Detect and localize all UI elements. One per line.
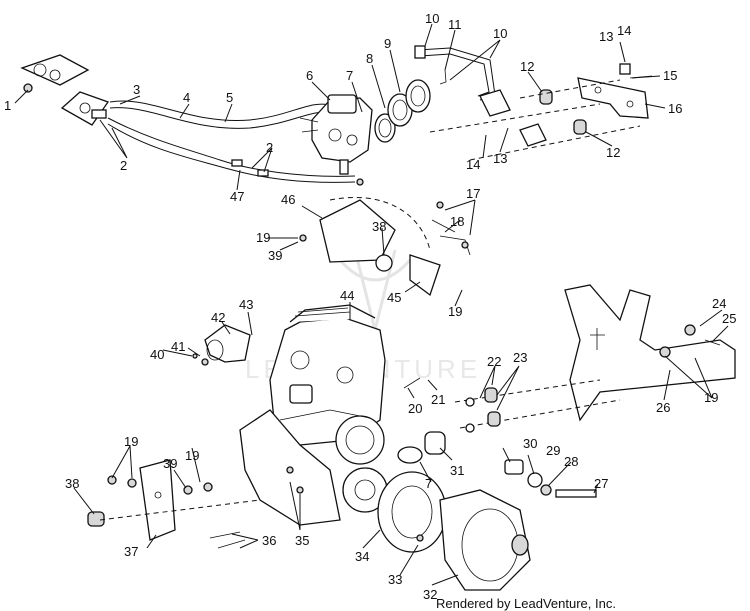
callout-12: 12 (520, 59, 534, 74)
leader-lines (14, 23, 729, 586)
callout-9: 9 (384, 36, 391, 51)
callout-10: 10 (425, 11, 439, 26)
callout-15: 15 (663, 68, 677, 83)
callout-27: 27 (594, 476, 608, 491)
engine-block (239, 304, 388, 526)
callout-2: 2 (120, 158, 127, 173)
callout-8: 8 (366, 51, 373, 66)
callout-32: 32 (423, 587, 437, 602)
callout-47: 47 (230, 189, 244, 204)
callout-14: 14 (466, 157, 480, 172)
rubber-mounts (479, 63, 653, 147)
callout-21: 21 (431, 392, 445, 407)
callout-33: 33 (388, 572, 402, 587)
callout-1: 1 (4, 98, 11, 113)
mount-bracket-16 (577, 77, 649, 119)
callout-26: 26 (656, 400, 670, 415)
callout-43: 43 (239, 297, 253, 312)
callout-35: 35 (295, 533, 309, 548)
callout-2: 2 (266, 140, 273, 155)
callout-19: 19 (448, 304, 462, 319)
dashed-axes-top (429, 79, 641, 161)
callout-36: 36 (262, 533, 276, 548)
callout-39: 39 (163, 456, 177, 471)
callout-10: 10 (493, 26, 507, 41)
drive-clutch (377, 431, 531, 591)
callout-19: 19 (124, 434, 138, 449)
throttle-cables (107, 100, 356, 183)
callout-38: 38 (65, 476, 79, 491)
callout-31: 31 (450, 463, 464, 478)
recoil-bracket (299, 196, 471, 297)
callout-23: 23 (513, 350, 527, 365)
carb-boots (374, 79, 431, 143)
callout-30: 30 (523, 436, 537, 451)
callout-7: 7 (346, 68, 353, 83)
callout-4: 4 (183, 90, 190, 105)
callout-28: 28 (564, 454, 578, 469)
callout-3: 3 (133, 82, 140, 97)
callout-22: 22 (487, 354, 501, 369)
callout-39: 39 (268, 248, 282, 263)
credit-text: Rendered by LeadVenture, Inc. (436, 596, 616, 611)
callout-25: 25 (722, 311, 736, 326)
callout-5: 5 (226, 90, 233, 105)
callout-46: 46 (281, 192, 295, 207)
callout-19: 19 (185, 448, 199, 463)
engine-mount-hardware (403, 377, 621, 498)
callout-19: 19 (256, 230, 270, 245)
left-mount-plate (87, 459, 261, 549)
callout-40: 40 (150, 347, 164, 362)
callout-20: 20 (408, 401, 422, 416)
callout-37: 37 (124, 544, 138, 559)
callout-41: 41 (171, 339, 185, 354)
callout-14: 14 (617, 23, 631, 38)
callout-42: 42 (211, 310, 225, 325)
callout-13: 13 (493, 151, 507, 166)
callout-13: 13 (599, 29, 613, 44)
callout-29: 29 (546, 443, 560, 458)
callout-24: 24 (712, 296, 726, 311)
callout-7: 7 (425, 476, 432, 491)
callout-16: 16 (668, 101, 682, 116)
callout-45: 45 (387, 290, 401, 305)
carburetor (299, 94, 373, 186)
intake-elbow (192, 324, 251, 366)
callout-17: 17 (466, 186, 480, 201)
callout-38: 38 (372, 219, 386, 234)
callout-6: 6 (306, 68, 313, 83)
callout-11: 11 (448, 17, 462, 32)
throttle-housing (20, 54, 110, 126)
callout-34: 34 (355, 549, 369, 564)
frame-bracket (564, 284, 736, 422)
callout-18: 18 (450, 214, 464, 229)
callout-19: 19 (704, 390, 718, 405)
callout-44: 44 (340, 288, 354, 303)
callout-labels: 1 2 2 3 4 5 6 7 7 8 9 10 10 11 12 12 13 … (4, 11, 736, 602)
callout-12: 12 (606, 145, 620, 160)
